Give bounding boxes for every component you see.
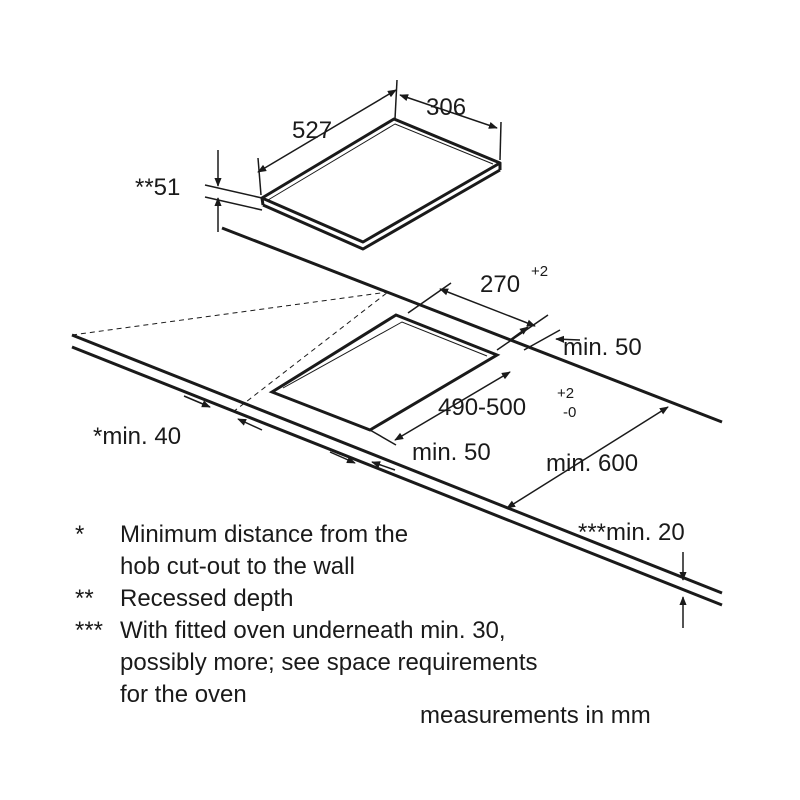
cutout-outer [268, 313, 501, 432]
dim-line-51 [204, 150, 263, 232]
footnote-1-mark: * [75, 521, 85, 548]
hob-front-edge [262, 168, 501, 251]
worktop-left-edge [71, 291, 389, 336]
footnote-2-mark: ** [75, 585, 94, 612]
footnote-1-line-2: hob cut-out to the wall [120, 553, 355, 580]
cutout [268, 313, 501, 432]
dim-line-min-600 [506, 406, 669, 509]
worktop-front-top [71, 333, 723, 595]
label-min-20: ***min. 20 [578, 519, 685, 546]
worktop-dashed-side [232, 291, 389, 413]
footnote-3-line-3: for the oven [120, 681, 247, 708]
worktop-back-edge [221, 226, 723, 424]
label-min-600: min. 600 [546, 450, 638, 477]
label-min-40: *min. 40 [93, 423, 181, 450]
label-recess-51: **51 [135, 174, 180, 201]
footnote-2: ** Recessed depth [75, 583, 435, 615]
label-back-min-50: min. 50 [563, 334, 642, 361]
dim-line-front-min-50 [329, 451, 396, 471]
footnote-3-mark: *** [75, 617, 104, 644]
label-490-500: 490-500 [438, 394, 526, 421]
label-front-min-50: min. 50 [412, 439, 491, 466]
label-490-500-tol-minus: -0 [563, 404, 576, 421]
footnote-3-line-2: possibly more; see space requirements [120, 649, 538, 676]
label-490-500-tol-plus: +2 [557, 385, 574, 402]
dim-line-527 [257, 89, 397, 196]
footnote-3: *** With fitted oven underneath min. 30,… [75, 615, 695, 711]
footnote-1: * Minimum distance from the hob cut-out … [75, 519, 515, 583]
label-270-tolerance: +2 [531, 263, 548, 280]
cutout-inner [282, 321, 488, 389]
dim-line-min-40 [183, 395, 263, 431]
label-306: 306 [426, 94, 466, 121]
dim-line-490-500 [369, 371, 511, 446]
label-270: 270 [480, 271, 520, 298]
footnote-1-line-1: Minimum distance from the [120, 521, 409, 548]
footnote-3-text: With fitted oven underneath min. 30, pos… [120, 615, 538, 711]
dim-line-back-min-50 [509, 326, 581, 351]
label-527: 527 [292, 117, 332, 144]
dim-line-270 [407, 282, 549, 351]
footnote-1-text: Minimum distance from the hob cut-out to… [120, 519, 408, 583]
units-note: measurements in mm [420, 702, 651, 729]
footnote-2-text: Recessed depth [120, 585, 294, 612]
footnote-3-line-1: With fitted oven underneath min. 30, [120, 617, 506, 644]
worktop-front-bottom [71, 345, 723, 607]
